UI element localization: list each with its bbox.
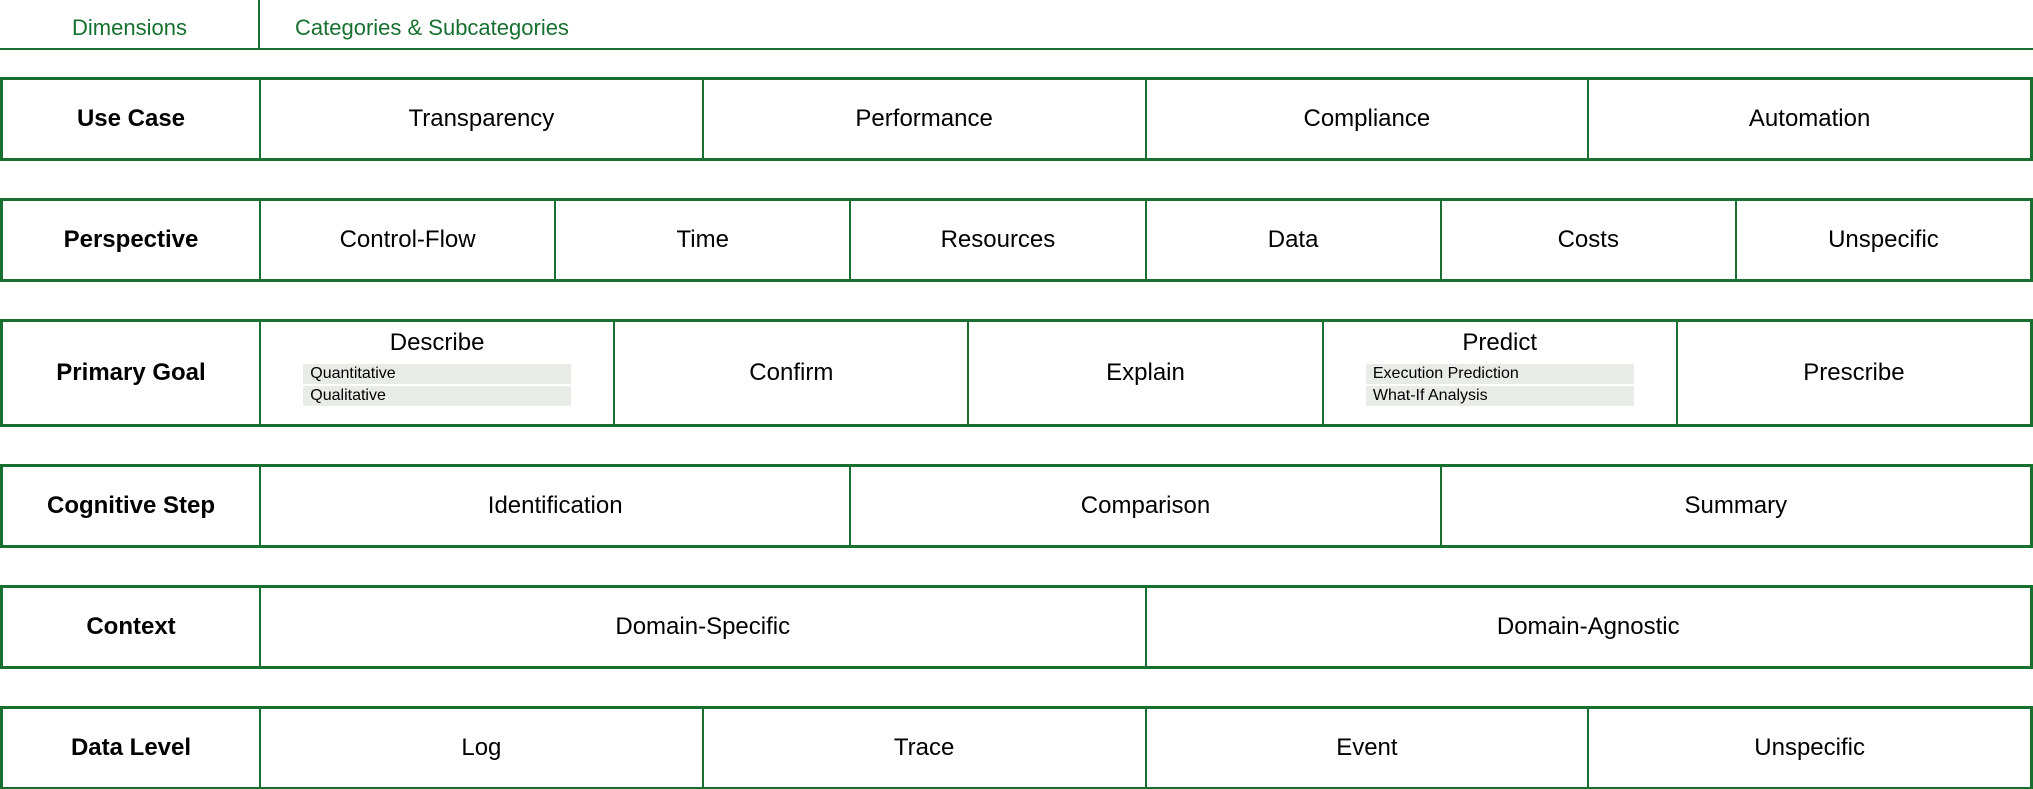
category-cell-unspecific: Unspecific: [1587, 709, 2030, 787]
category-label: Domain-Agnostic: [1496, 613, 1680, 640]
category-cell-confirm: Confirm: [613, 322, 967, 424]
category-cell-transparency: Transparency: [259, 80, 702, 158]
category-cell-log: Log: [259, 709, 702, 787]
category-label: Time: [676, 226, 729, 253]
category-label: Summary: [1684, 492, 1788, 519]
category-cell-resources: Resources: [849, 201, 1144, 279]
category-cell-compliance: Compliance: [1144, 80, 1588, 158]
dimension-row-cognitive-step: Cognitive Step Identification Comparison Su…: [0, 464, 2033, 548]
category-label: Event: [1336, 734, 1398, 761]
category-label: Transparency: [408, 105, 555, 132]
category-label: Confirm: [749, 359, 834, 386]
dimension-row-perspective: Perspective Control-Flow Time Resources Data…: [0, 198, 2033, 282]
category-label: Data: [1267, 226, 1319, 253]
category-cell-unspecific: Unspecific: [1734, 201, 2030, 279]
dimension-label: Context: [86, 613, 176, 640]
dimension-row-context: Context Domain-Specific Domain-Agnostic: [0, 585, 2033, 669]
dimension-row-use-case: Use Case Transparency Performance Complianc…: [0, 77, 2033, 161]
category-label: Domain-Specific: [615, 613, 791, 640]
dimension-rows: Use Case Transparency Performance Complianc…: [0, 77, 2033, 789]
category-label: Trace: [893, 734, 955, 761]
dimension-label: Perspective: [63, 226, 199, 253]
category-label: Comparison: [1080, 492, 1211, 519]
category-label: Explain: [1106, 359, 1185, 386]
category-cell-event: Event: [1144, 709, 1588, 787]
category-cell-explain: Explain: [967, 322, 1321, 424]
category-label: Unspecific: [1828, 226, 1939, 253]
category-cell-data: Data: [1144, 201, 1440, 279]
category-cell-domain-specific: Domain-Specific: [259, 588, 1145, 666]
category-label: Unspecific: [1754, 734, 1865, 761]
category-cell-prescribe: Prescribe: [1675, 322, 2030, 424]
subcategory-bar-quantitative: Quantitative: [303, 364, 571, 384]
header-divider: [258, 0, 260, 50]
category-label: Describe: [389, 329, 485, 356]
category-label: Predict: [1462, 329, 1538, 356]
dimension-label: Data Level: [70, 734, 192, 761]
category-cell-time: Time: [554, 201, 849, 279]
category-label: Compliance: [1303, 105, 1431, 132]
subcategory-bar-qualitative: Qualitative: [303, 386, 571, 406]
category-label: Costs: [1557, 226, 1619, 253]
category-cell-comparison: Comparison: [849, 467, 1439, 545]
category-label: Performance: [855, 105, 993, 132]
dimension-label: Use Case: [76, 105, 186, 132]
category-cell-trace: Trace: [701, 709, 1145, 787]
subcategory-bar-what-if-analysis: What-If Analysis: [1365, 386, 1634, 406]
figure-header: Dimensions Categories & Subcategories: [0, 0, 2033, 50]
category-label: Resources: [940, 226, 1056, 253]
subcategory-bar-execution-prediction: Execution Prediction: [1365, 364, 1634, 384]
category-label: Log: [461, 734, 502, 761]
categories-column-header: Categories & Subcategories: [295, 15, 569, 40]
dimension-label: Primary Goal: [56, 359, 206, 386]
dimension-row-data-level: Data Level Log Trace Event Unspecific: [0, 706, 2033, 789]
category-cell-automation: Automation: [1587, 80, 2030, 158]
dimension-label: Cognitive Step: [46, 492, 215, 519]
category-cell-summary: Summary: [1439, 467, 2030, 545]
category-label: Prescribe: [1803, 359, 1905, 386]
category-label: Identification: [487, 492, 623, 519]
category-cell-costs: Costs: [1439, 201, 1735, 279]
category-cell-identification: Identification: [259, 467, 849, 545]
category-cell-control-flow: Control-Flow: [259, 201, 554, 279]
category-cell-performance: Performance: [701, 80, 1145, 158]
category-label: Control-Flow: [339, 226, 476, 253]
dimensions-column-header: Dimensions: [72, 15, 187, 40]
category-label: Automation: [1748, 105, 1871, 132]
category-cell-domain-agnostic: Domain-Agnostic: [1144, 588, 2031, 666]
